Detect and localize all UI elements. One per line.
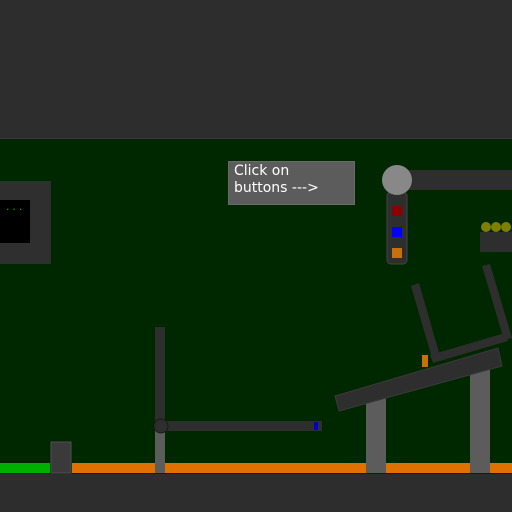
ball[interactable]	[491, 222, 501, 232]
top-arm-beam	[396, 170, 512, 190]
horizontal-lever-arm[interactable]	[160, 421, 322, 431]
bucket-left-wall	[411, 283, 440, 358]
top-bar	[0, 0, 512, 139]
hint-tooltip: Click on buttons --->	[228, 161, 355, 205]
small-block[interactable]	[50, 441, 72, 474]
bottom-bar	[0, 474, 512, 512]
ball[interactable]	[501, 222, 511, 232]
green-floor-segment	[0, 463, 50, 473]
lever-post	[155, 427, 165, 473]
orange-floor-strip	[72, 463, 512, 473]
pillar-left	[366, 398, 386, 473]
tilted-ramp-beam[interactable]	[334, 347, 503, 412]
orange-button[interactable]	[392, 248, 402, 258]
ball[interactable]	[481, 222, 491, 232]
monitor-indicator-dots: ...	[5, 203, 25, 213]
monitor-screen	[0, 200, 30, 243]
bucket-bottom	[430, 333, 508, 363]
lever-pivot	[153, 418, 169, 434]
pivot-knob[interactable]	[382, 165, 412, 195]
ball-shelf	[480, 232, 512, 252]
ramp-marker	[422, 355, 428, 367]
lever-end-marker	[314, 422, 318, 430]
red-button[interactable]	[392, 206, 402, 216]
pillar-right	[470, 370, 490, 473]
blue-button[interactable]	[392, 227, 402, 237]
bucket-right-wall	[482, 264, 512, 340]
vertical-lever-arm[interactable]	[155, 327, 165, 427]
